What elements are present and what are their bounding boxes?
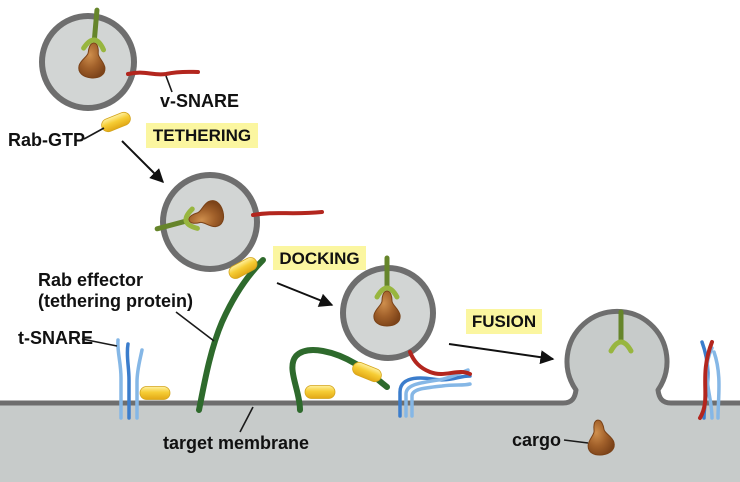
arrow-tethering-to-docking xyxy=(121,140,164,183)
target-membrane-edge xyxy=(0,308,740,406)
snare-complex xyxy=(398,350,472,418)
snare-complex-fused xyxy=(698,340,721,420)
tethering-protein xyxy=(196,257,266,413)
label-target-membrane: target membrane xyxy=(163,433,309,453)
stage-label-tethering: TETHERING xyxy=(146,123,258,148)
cargo-receptor-cup xyxy=(608,339,634,354)
stage-label-text: FUSION xyxy=(472,312,536,331)
stage-label-text: TETHERING xyxy=(153,126,251,145)
rab-gtp xyxy=(101,111,131,133)
cargo-receptor-cup xyxy=(374,285,400,300)
label-t-snare: t-SNARE xyxy=(18,328,93,348)
label-tethering-protein: (tethering protein) xyxy=(38,291,193,311)
leader-line-cargo xyxy=(563,439,589,444)
target-membrane xyxy=(0,311,740,482)
label-rab-effector: Rab effector xyxy=(38,270,143,290)
v-snare xyxy=(126,69,200,77)
rab-gtp xyxy=(304,385,336,399)
rab-gtp xyxy=(228,257,258,279)
arrow-docking-to-fusion xyxy=(276,282,334,307)
cargo-receptor-complex xyxy=(78,7,107,79)
leader-line-t-snare xyxy=(81,338,118,347)
cargo-receptor xyxy=(608,309,634,354)
arrow-fusion xyxy=(448,343,555,365)
cargo-receptor-cup xyxy=(81,37,107,53)
leader-line-target-membrane xyxy=(239,406,254,433)
cargo-receptor-complex xyxy=(154,200,225,232)
stage-label-fusion: FUSION xyxy=(466,309,542,334)
rab-gtp xyxy=(352,361,382,383)
cargo-molecule xyxy=(188,200,225,228)
cargo-receptor-stalk xyxy=(92,7,100,41)
v-snare xyxy=(251,210,324,217)
t-snare xyxy=(116,338,144,420)
cargo-molecule xyxy=(373,290,401,327)
label-cargo: cargo xyxy=(512,430,561,450)
leader-line-v-snare xyxy=(165,75,173,93)
cargo-receptor-complex xyxy=(373,255,401,327)
stage-label-text: DOCKING xyxy=(279,249,359,268)
rab-gtp xyxy=(139,386,171,400)
cargo-receptor-cup xyxy=(183,206,200,231)
label-v-snare: v-SNARE xyxy=(160,91,239,111)
cargo-molecule xyxy=(78,42,106,79)
cargo-receptor-stalk xyxy=(154,219,187,232)
label-rab-gtp: Rab-GTP xyxy=(8,130,85,150)
leader-line-rab-gtp xyxy=(83,127,105,140)
stage-label-docking: DOCKING xyxy=(273,246,366,270)
leader-line-rab-effector xyxy=(175,311,215,342)
cargo-molecule-released xyxy=(587,419,615,456)
